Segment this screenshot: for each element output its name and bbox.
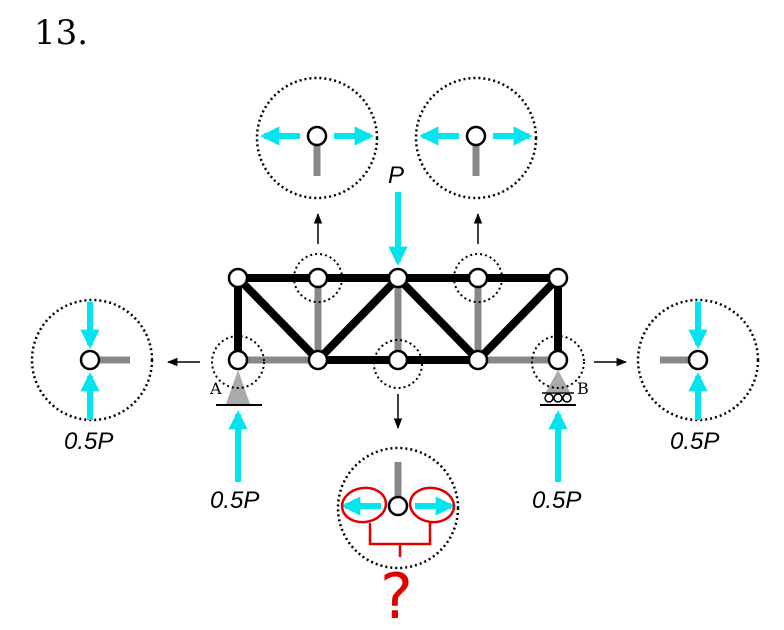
highlight-joint-bottom-3 [373,339,423,389]
detail-b-force-label: 0.5P [670,428,719,455]
detail-joint-top-2 [255,76,379,200]
member-diagonal-1 [235,275,321,363]
detail-joint-b [636,298,760,422]
support-a-pin [216,370,262,406]
reaction-b-label: 0.5P [532,487,581,514]
detail-a-force-label: 0.5P [64,428,113,455]
support-a-label: A [209,379,222,398]
joint [547,267,569,289]
member-diagonal-2 [315,275,401,363]
joint [387,349,409,371]
member-diagonal-4 [475,275,561,363]
highlight-joint-top-4 [453,253,503,303]
joint [227,267,249,289]
joint [467,267,489,289]
highlight-joint-a [211,335,265,389]
detail-joint-a [30,298,154,422]
detail-joint-top-4 [414,76,538,200]
joint [547,349,569,371]
annotation-circle-right [408,486,456,524]
highlight-joint-b [531,335,585,389]
truss-joints [227,267,569,371]
annotation-circle-left [340,486,388,524]
detail-joint-bottom-3 [336,446,460,570]
reaction-a-label: 0.5P [210,487,259,514]
joint [307,267,329,289]
problem-number: 13. [34,13,88,53]
support-b-label: B [577,379,589,398]
joint-highlights [211,253,585,389]
member-diagonal-3 [395,275,481,363]
annotation-bracket [368,522,432,546]
load-label: P [388,162,404,189]
joint [387,267,409,289]
highlight-joint-top-2 [293,253,343,303]
handwritten-annotation [340,486,456,558]
annotation-question-mark: ? [380,560,413,630]
truss-members [234,274,562,364]
joint [307,349,329,371]
joint [467,349,489,371]
joint [227,349,249,371]
